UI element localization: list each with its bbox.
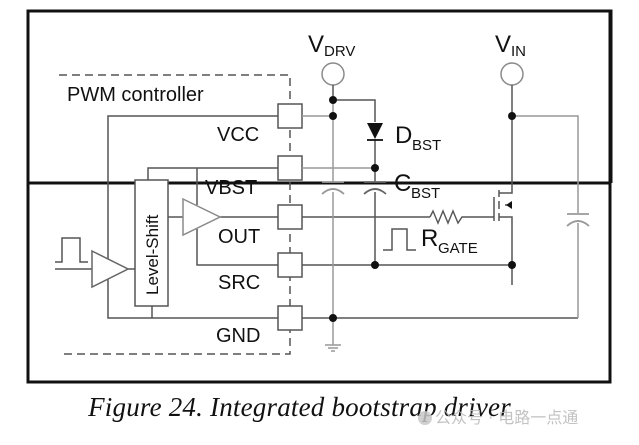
figure-caption-text: Figure 24. Integrated bootstrap driver — [88, 392, 511, 422]
pin-vcc — [277, 103, 303, 129]
vin-subscript: IN — [511, 43, 526, 60]
figure-caption: Figure 24. Integrated bootstrap driver — [0, 392, 639, 423]
junction-dots — [329, 96, 516, 322]
watermark-logo-icon — [418, 411, 432, 425]
pin-label-src: SRC — [218, 272, 260, 294]
mosfet-icon — [493, 190, 502, 221]
vdrv-subscript: DRV — [324, 43, 355, 60]
vin-label: V — [495, 31, 511, 58]
pin-vbst — [277, 155, 303, 181]
ground-icon — [325, 344, 341, 352]
diode-label: D — [395, 122, 412, 149]
pin-gnd — [277, 305, 303, 331]
watermark-text: 公众号 · 电路一点通 — [435, 408, 579, 427]
level-shift-label: Level-Shift — [143, 214, 162, 295]
watermark: 公众号 · 电路一点通 — [418, 404, 578, 428]
bootstrap-diode — [367, 123, 383, 141]
input-pulse-icon — [55, 237, 88, 263]
controller-title: PWM controller — [67, 84, 204, 106]
cap-label: C — [394, 170, 411, 197]
resistor-subscript: GATE — [438, 240, 478, 257]
pin-src — [277, 252, 303, 278]
cap-subscript: BST — [411, 185, 440, 202]
vdrv-label: V — [308, 31, 324, 58]
frame-border — [26, 9, 612, 384]
bootstrap-capacitor — [363, 181, 387, 195]
controller-boundary — [59, 74, 291, 355]
diode-subscript: BST — [412, 137, 441, 154]
pin-label-vbst: VBST — [205, 177, 257, 199]
vdrv-decoupling-capacitor — [321, 181, 345, 195]
vin-decoupling-capacitor — [566, 213, 590, 227]
pin-label-out: OUT — [218, 226, 260, 248]
gate-resistor — [429, 209, 464, 225]
gate-driver-buffer — [182, 197, 222, 237]
pin-out — [277, 204, 303, 230]
internal-wires — [55, 115, 278, 319]
input-buffer — [91, 249, 130, 289]
pin-label-gnd: GND — [216, 325, 260, 347]
vin-terminal — [500, 62, 524, 86]
vdrv-terminal — [321, 62, 345, 86]
resistor-label: R — [421, 225, 438, 252]
level-shift-block — [134, 179, 169, 307]
pin-boxes — [277, 103, 303, 331]
mosfet-arrow — [506, 201, 512, 209]
pin-label-vcc: VCC — [217, 124, 259, 146]
gate-pulse-icon — [383, 228, 416, 251]
